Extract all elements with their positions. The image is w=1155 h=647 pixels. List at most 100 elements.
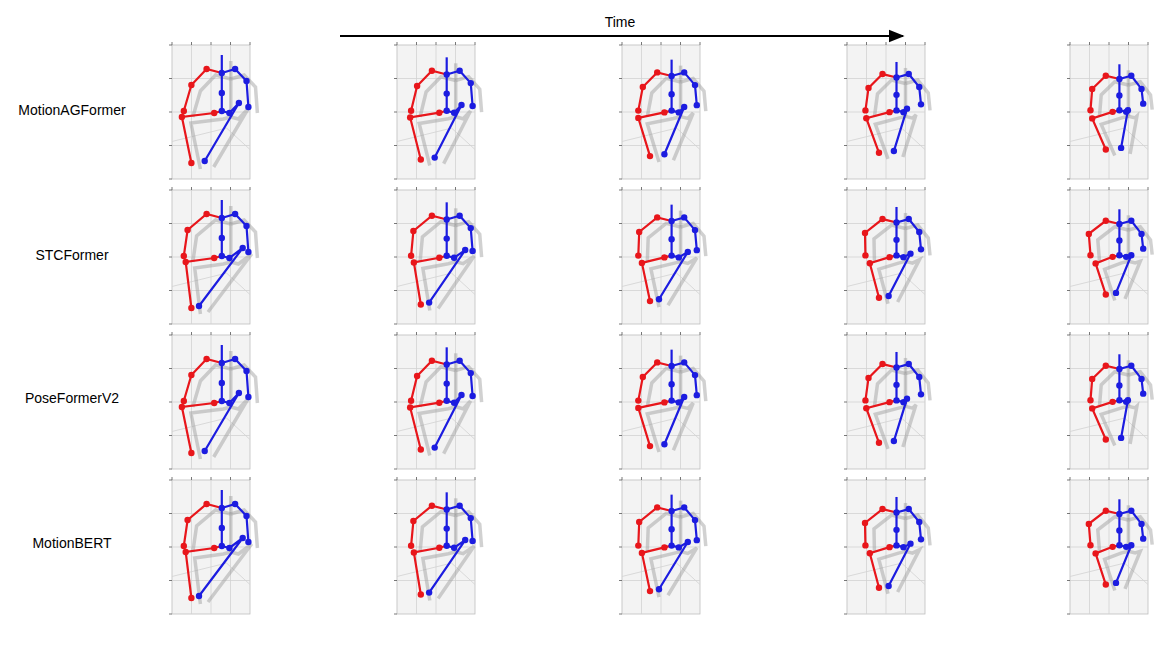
axis-tick [844, 145, 847, 146]
joint [188, 160, 194, 166]
axis-tick [619, 580, 622, 581]
axis-tick [844, 335, 847, 336]
joint [886, 109, 892, 115]
joint [245, 394, 251, 400]
axis-tick [619, 190, 622, 191]
grid-line [622, 290, 700, 291]
bone [866, 110, 896, 152]
bone [447, 71, 473, 106]
bone [1096, 255, 1120, 294]
bone [865, 219, 897, 255]
ground-truth-bone [231, 510, 258, 548]
axis-tick [230, 42, 231, 45]
bone [205, 393, 239, 451]
bone [221, 490, 223, 546]
joint [916, 84, 922, 90]
joint [865, 85, 871, 91]
axis-tick [905, 42, 906, 45]
joint [469, 248, 475, 254]
joint [907, 250, 913, 256]
bone [184, 504, 222, 546]
joint [181, 543, 187, 549]
joint [885, 583, 891, 589]
joint [904, 395, 910, 401]
axis-tick [191, 332, 192, 335]
bone [642, 546, 672, 592]
joint [1113, 580, 1119, 586]
joint [219, 360, 225, 366]
joint [636, 229, 642, 235]
joint [867, 260, 873, 266]
joint [1109, 399, 1115, 405]
joint [232, 501, 238, 507]
joint [462, 537, 468, 543]
joint [188, 372, 194, 378]
axis-tick [622, 332, 623, 335]
joint [900, 544, 906, 550]
joint [456, 357, 462, 363]
bone [182, 111, 222, 163]
pose-plot [169, 477, 257, 614]
pose-plot [1067, 477, 1152, 614]
joint [1116, 382, 1122, 388]
axis-tick [844, 368, 847, 369]
bone [638, 72, 671, 110]
axis-tick [1067, 223, 1070, 224]
joint [1109, 544, 1115, 550]
axes-box [622, 45, 700, 179]
joint [1116, 92, 1122, 98]
joint [668, 508, 674, 514]
bone [1118, 64, 1120, 110]
bone [1118, 209, 1120, 255]
joint [668, 363, 674, 369]
bone [659, 542, 688, 589]
joint [458, 102, 464, 108]
joint [1087, 542, 1093, 548]
pose-plot [169, 332, 257, 469]
joint [647, 588, 653, 594]
bone [1089, 221, 1120, 255]
joint [407, 404, 413, 410]
axis-tick [1067, 435, 1070, 436]
joint [444, 253, 450, 259]
axis-tick [394, 547, 397, 548]
joint [886, 544, 892, 550]
joint [1103, 73, 1109, 79]
axis-tick [416, 477, 417, 480]
bone [1116, 255, 1131, 293]
joint [654, 359, 660, 365]
joint [862, 397, 868, 403]
grid-line [1125, 128, 1148, 149]
joint [676, 254, 682, 260]
axis-tick [191, 187, 192, 190]
joint [408, 543, 414, 549]
axis-tick [619, 223, 622, 224]
pose-plot [619, 42, 706, 179]
joint [418, 301, 424, 307]
axis-tick [619, 145, 622, 146]
bone [866, 400, 896, 442]
joint [640, 374, 646, 380]
bone [670, 495, 672, 546]
joint [1086, 231, 1092, 237]
joint [196, 593, 202, 599]
joint [444, 398, 450, 404]
axis-tick [1067, 179, 1070, 180]
joint [681, 504, 687, 510]
joint [418, 446, 424, 452]
bone [670, 350, 672, 401]
joint [654, 69, 660, 75]
joint [1087, 397, 1093, 403]
joint [444, 108, 450, 114]
joint [468, 225, 474, 231]
axis-tick [847, 477, 848, 480]
grid-line [1070, 563, 1125, 576]
axis-tick [844, 513, 847, 514]
joint [240, 245, 246, 251]
axis-tick [455, 477, 456, 480]
bone [411, 216, 447, 256]
axis-tick [661, 42, 662, 45]
joint [886, 254, 892, 260]
axis-tick [169, 469, 172, 470]
joint [681, 69, 687, 75]
